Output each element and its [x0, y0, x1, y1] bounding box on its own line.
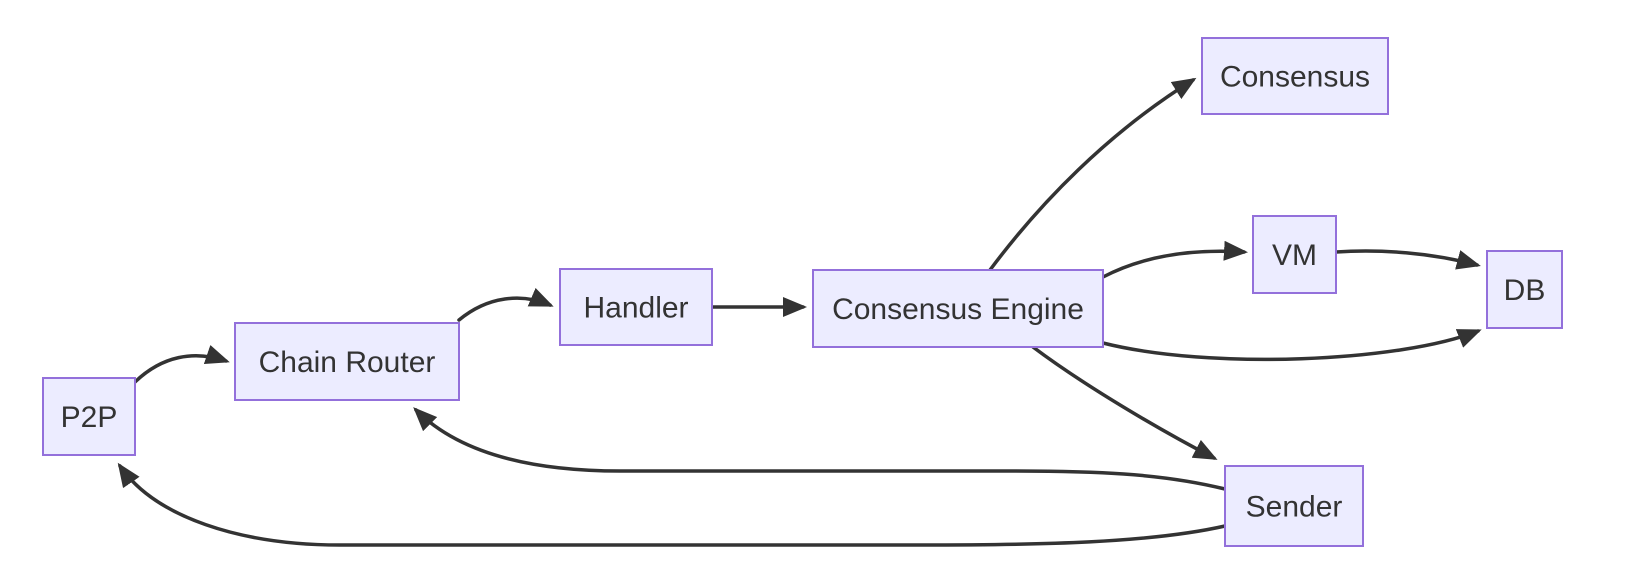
node-label-consensus: Consensus [1220, 61, 1370, 94]
node-consensus: Consensus [1201, 37, 1389, 115]
node-box-chain-router [234, 322, 460, 401]
node-consensus-engine: Consensus Engine [812, 269, 1104, 348]
node-sender: Sender [1224, 465, 1364, 547]
nodes-layer: P2P Chain Router Handler Consensus Engine Co… [42, 37, 1563, 547]
edges-layer [117, 77, 1482, 547]
node-box-p2p [42, 377, 136, 456]
edge-consensus-engine-to-vm [1101, 240, 1248, 279]
edge-p2p-to-chain-router [133, 345, 230, 384]
node-box-vm [1252, 215, 1337, 294]
node-handler: Handler [559, 268, 713, 346]
node-p2p: P2P [42, 377, 136, 456]
node-label-vm: VM [1272, 239, 1317, 272]
node-label-consensus-engine: Consensus Engine [832, 293, 1084, 326]
node-box-sender [1224, 465, 1364, 547]
edge-chain-router-to-handler [457, 287, 554, 322]
node-db: DB [1486, 250, 1563, 329]
node-label-handler: Handler [583, 292, 688, 325]
node-box-handler [559, 268, 713, 346]
node-box-consensus-engine [812, 269, 1104, 348]
edge-sender-to-chain-router [413, 407, 1227, 491]
edge-vm-to-db [1334, 249, 1481, 270]
node-chain-router: Chain Router [234, 322, 460, 401]
edge-sender-to-p2p [117, 462, 1227, 547]
edge-consensus-engine-to-consensus [988, 77, 1197, 272]
node-label-chain-router: Chain Router [259, 346, 436, 379]
node-box-db [1486, 250, 1563, 329]
edge-consensus-engine-to-sender [1031, 345, 1218, 460]
node-label-db: DB [1504, 274, 1546, 307]
node-label-p2p: P2P [61, 401, 118, 434]
node-label-sender: Sender [1246, 491, 1343, 524]
node-vm: VM [1252, 215, 1337, 294]
node-box-consensus [1201, 37, 1389, 115]
edge-consensus-engine-to-db [1101, 329, 1482, 362]
